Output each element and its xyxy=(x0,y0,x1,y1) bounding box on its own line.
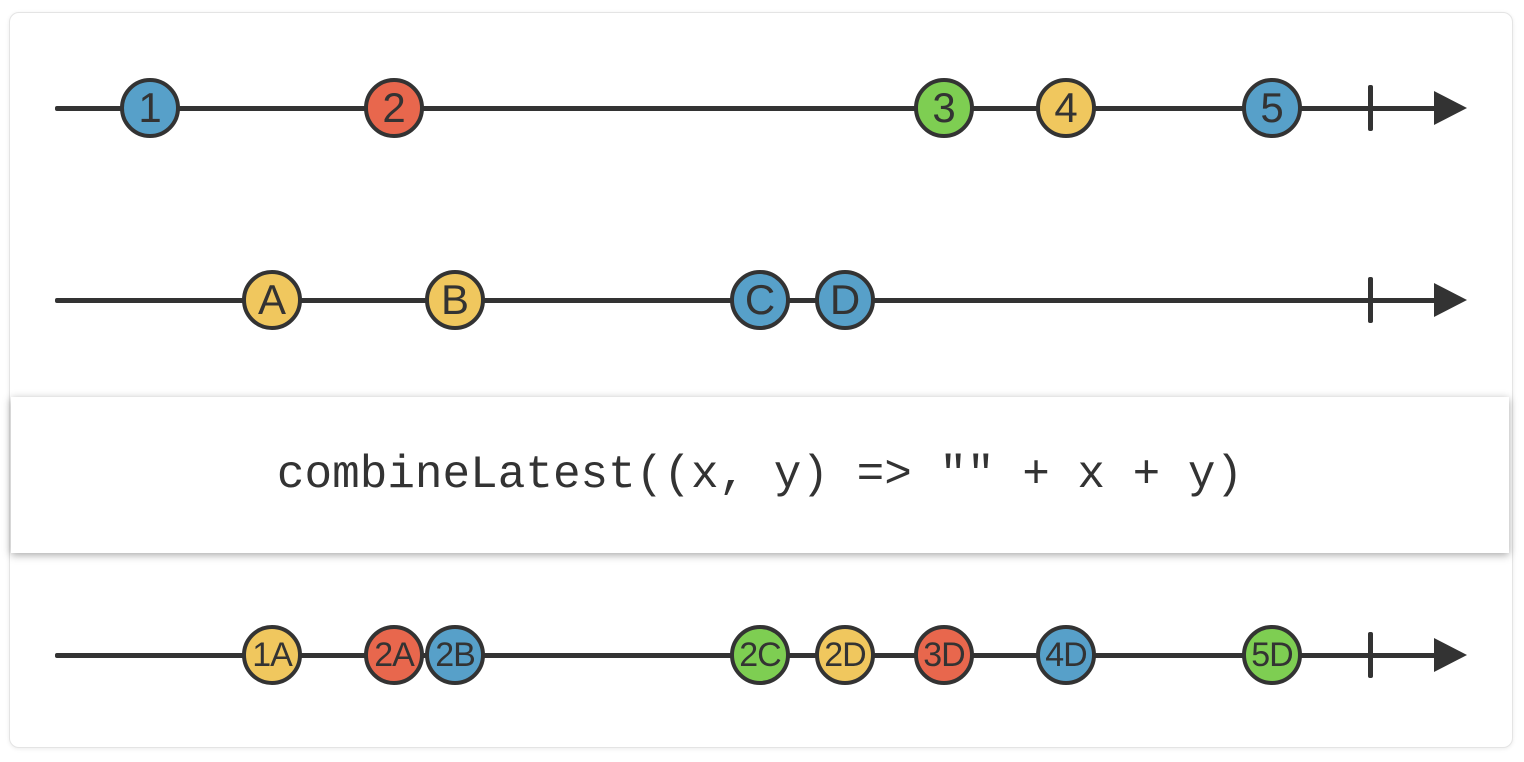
operator-box: combineLatest((x, y) => "" + x + y) xyxy=(11,397,1509,553)
marble-3d: 3D xyxy=(914,625,974,685)
marble-1[interactable]: 1 xyxy=(120,78,180,138)
marble-b[interactable]: B xyxy=(425,270,485,330)
arrow-head-icon-input-1 xyxy=(1434,91,1467,125)
marble-4[interactable]: 4 xyxy=(1036,78,1096,138)
marble-5[interactable]: 5 xyxy=(1242,78,1302,138)
marble-a[interactable]: A xyxy=(242,270,302,330)
marble-2[interactable]: 2 xyxy=(364,78,424,138)
terminal-bar-input-2 xyxy=(1368,277,1373,323)
marble-2b: 2B xyxy=(425,625,485,685)
marble-2d: 2D xyxy=(815,625,875,685)
operator-code-label: combineLatest((x, y) => "" + x + y) xyxy=(276,449,1244,501)
marble-4d: 4D xyxy=(1036,625,1096,685)
marble-5d: 5D xyxy=(1242,625,1302,685)
marble-2a: 2A xyxy=(364,625,424,685)
marble-3[interactable]: 3 xyxy=(914,78,974,138)
marble-c[interactable]: C xyxy=(730,270,790,330)
marble-2c: 2C xyxy=(730,625,790,685)
arrow-head-icon-output xyxy=(1434,638,1467,672)
marble-d[interactable]: D xyxy=(815,270,875,330)
terminal-bar-output xyxy=(1368,632,1373,678)
arrow-head-icon-input-2 xyxy=(1434,283,1467,317)
marble-1a: 1A xyxy=(242,625,302,685)
terminal-bar-input-1 xyxy=(1368,85,1373,131)
timeline-line-input-1 xyxy=(55,106,1442,111)
